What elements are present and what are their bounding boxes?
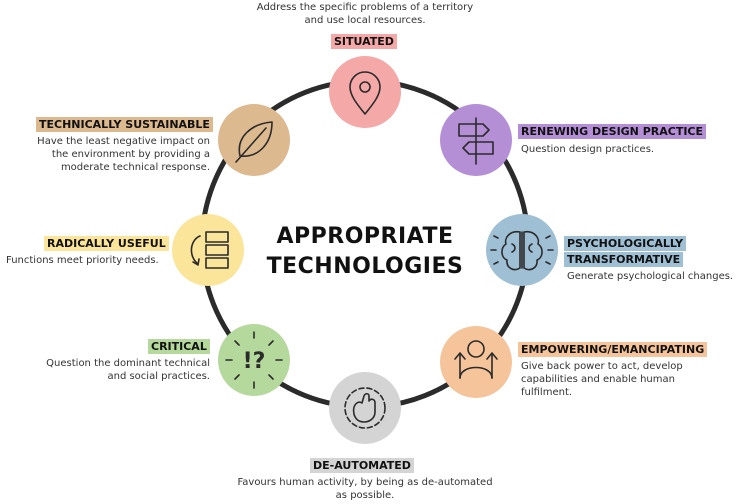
node-radically-useful (172, 214, 244, 286)
psychologically-transformative-description: Generate psychological changes. (567, 271, 734, 282)
title-line-2: TECHNOLOGIES (266, 254, 464, 279)
location-pin-icon (349, 71, 381, 115)
leaf-icon (235, 121, 273, 163)
empowering-emancipating-label: EMPOWERING/EMANCIPATING (518, 342, 708, 357)
signpost-icon (458, 117, 494, 165)
critical-label: CRITICAL (148, 339, 210, 354)
exclamation-question-glyph: !? (243, 349, 266, 374)
de-automated-description: Favours human activity, by being as de-a… (237, 477, 493, 501)
empowering-emancipating-description: Give back power to act, develop capabili… (521, 361, 683, 398)
situated-label: SITUATED (331, 34, 397, 49)
technically-sustainable-description: Have the least negative impact on the en… (37, 136, 210, 173)
technically-sustainable-label: TECHNICALLY SUSTAINABLE (36, 117, 213, 132)
renewing-design-practice-label: RENEWING DESIGN PRACTICE (518, 124, 707, 139)
people-growth-icon (454, 340, 498, 379)
renewing-design-practice-description: Question design practices. (521, 144, 655, 155)
situated-description: Address the specific problems of a terri… (256, 2, 474, 26)
title-line-1: APPROPRIATE (276, 224, 454, 249)
page-title: APPROPRIATE TECHNOLOGIES (235, 222, 495, 282)
node-technically-sustainable (218, 104, 290, 176)
hand-gear-icon (344, 387, 386, 429)
radically-useful-label: RADICALLY USEFUL (44, 236, 169, 251)
psychologically-label: PSYCHOLOGICALLY (564, 236, 687, 251)
exclamation-question-icon (225, 331, 283, 389)
node-empowering-emancipating (440, 326, 512, 398)
critical-description: Question the dominant technical and soci… (46, 358, 210, 382)
brain-icon (490, 230, 554, 271)
node-de-automated (329, 372, 401, 444)
radically-useful-description: Functions meet priority needs. (6, 255, 159, 266)
list-cycle-icon (190, 231, 229, 269)
de-automated-label: DE-AUTOMATED (310, 458, 414, 473)
transformative-label: TRANSFORMATIVE (564, 252, 684, 267)
